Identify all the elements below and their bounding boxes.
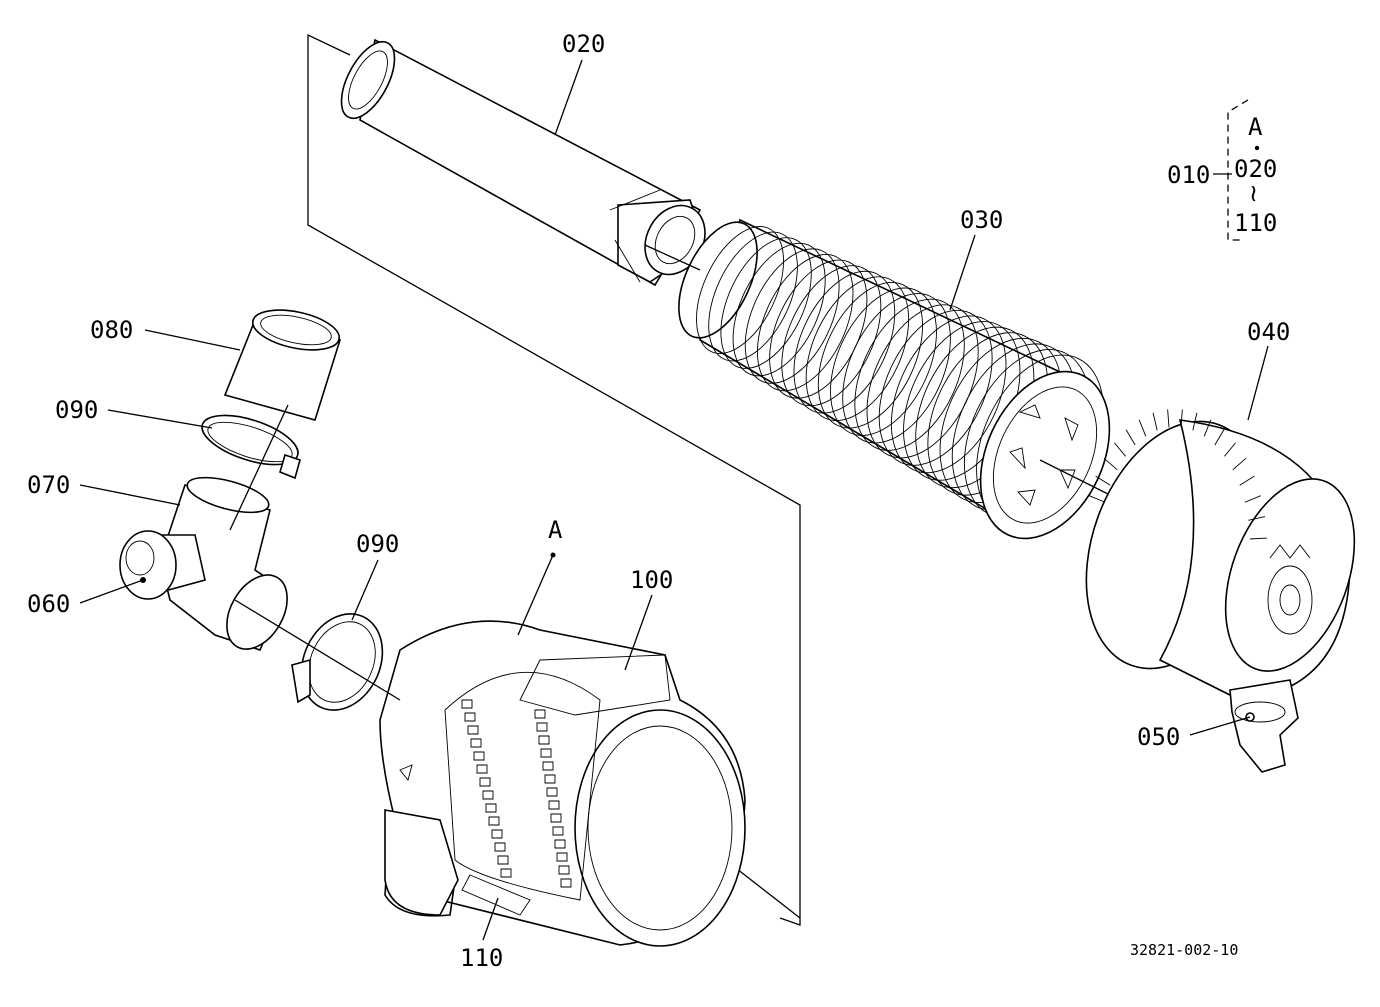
- lattice-slot: [470, 738, 482, 748]
- lattice-slot: [552, 826, 564, 836]
- lattice-slot: [485, 803, 497, 813]
- cover-rib: [1113, 442, 1126, 457]
- cover-rib: [1244, 495, 1261, 503]
- lattice-slot: [538, 735, 550, 745]
- filter-pleat: [842, 293, 951, 444]
- filter-pleat: [720, 237, 812, 369]
- cover-rib: [1249, 537, 1267, 540]
- lattice-slot: [554, 839, 566, 849]
- filter-pleat: [696, 226, 784, 354]
- lattice-slot: [560, 878, 572, 888]
- cover-rib: [1203, 419, 1212, 437]
- cover-rib: [1180, 409, 1183, 428]
- lattice-slot: [491, 829, 503, 839]
- legend-mid: 020: [1234, 155, 1277, 183]
- lattice-slot: [476, 764, 488, 774]
- filter-pleat: [890, 315, 1007, 474]
- cover-rib: [1239, 475, 1255, 486]
- lattice-slot: [546, 787, 558, 797]
- part-080-tube[interactable]: [223, 303, 343, 421]
- part-090-lower-clamp[interactable]: [286, 601, 397, 724]
- legend-end: 110: [1234, 209, 1277, 237]
- cover-rib: [1089, 495, 1106, 503]
- part-housing-assembly[interactable]: [379, 620, 746, 947]
- filter-pleat: [830, 287, 937, 436]
- lattice-slot: [488, 816, 500, 826]
- lattice-slot: [497, 855, 509, 865]
- label-100: 100: [630, 566, 673, 594]
- cover-rib: [1138, 419, 1147, 437]
- filter-pleat: [878, 309, 993, 466]
- legend-start: A: [1248, 113, 1263, 141]
- part-060-cap[interactable]: [119, 530, 206, 600]
- filter-pleat: [854, 298, 965, 451]
- housing-lattice: [461, 699, 572, 888]
- part-040-cover[interactable]: [1054, 397, 1379, 701]
- lattice-slot: [556, 852, 568, 862]
- part-070-elbow[interactable]: [159, 471, 300, 660]
- label-080: 080: [90, 316, 133, 344]
- lattice-slot: [461, 699, 473, 709]
- filter-pleat: [708, 231, 798, 362]
- filter-pleat: [732, 242, 826, 377]
- cover-rib: [1095, 475, 1111, 486]
- cover-rib: [1224, 442, 1237, 457]
- label-090-lower: 090: [356, 530, 399, 558]
- lattice-slot: [558, 865, 570, 875]
- label-110: 110: [460, 944, 503, 972]
- lattice-slot: [500, 868, 512, 878]
- cover-ribs: [1089, 409, 1267, 540]
- filter-pleat: [744, 248, 840, 384]
- lattice-slot: [540, 748, 552, 758]
- drawing-number: 32821-002-10: [1130, 941, 1238, 959]
- lattice-slot: [467, 725, 479, 735]
- lattice-slot: [473, 751, 485, 761]
- lattice-slot: [482, 790, 494, 800]
- cover-rib: [1152, 412, 1158, 431]
- filter-pleat: [793, 270, 896, 414]
- lattice-slot: [494, 842, 506, 852]
- cover-rib: [1167, 409, 1170, 428]
- cover-rib: [1214, 429, 1225, 446]
- leader-lines: [79, 59, 1269, 941]
- assembly-legend: 010 A 020 ≀ 110: [1167, 99, 1277, 241]
- cover-rib: [1125, 429, 1136, 446]
- cover-rib: [1192, 412, 1198, 431]
- filter-pleat: [805, 276, 910, 422]
- part-020-safety-element[interactable]: [331, 34, 717, 287]
- lattice-slot: [550, 813, 562, 823]
- part-090-upper-clamp[interactable]: [196, 406, 303, 480]
- lattice-slot: [479, 777, 491, 787]
- part-labels: 020 030 040 050 080 090 070 060 090 100 …: [27, 30, 1290, 972]
- label-010: 010: [1167, 161, 1210, 189]
- filter-pleat: [817, 281, 923, 429]
- lattice-slot: [536, 722, 548, 732]
- lattice-slot: [548, 800, 560, 810]
- part-050-dust-valve[interactable]: [1229, 679, 1299, 773]
- lattice-slot: [534, 709, 546, 719]
- label-040: 040: [1247, 318, 1290, 346]
- label-030: 030: [960, 206, 1003, 234]
- cover-rib: [1248, 516, 1266, 521]
- lattice-slot: [542, 761, 554, 771]
- cover-rib: [1103, 458, 1118, 471]
- filter-pleat: [756, 254, 854, 392]
- label-070: 070: [27, 471, 70, 499]
- lattice-slot: [464, 712, 476, 722]
- label-050: 050: [1137, 723, 1180, 751]
- label-020: 020: [562, 30, 605, 58]
- legend-range-symbol: ≀: [1249, 179, 1258, 207]
- lattice-slot: [544, 774, 556, 784]
- cover-rib: [1232, 458, 1247, 471]
- view-marker-a: A: [548, 516, 563, 544]
- filter-pleat: [781, 265, 882, 407]
- label-090-upper: 090: [55, 396, 98, 424]
- part-030-main-filter[interactable]: [663, 210, 1135, 559]
- label-060: 060: [27, 590, 70, 618]
